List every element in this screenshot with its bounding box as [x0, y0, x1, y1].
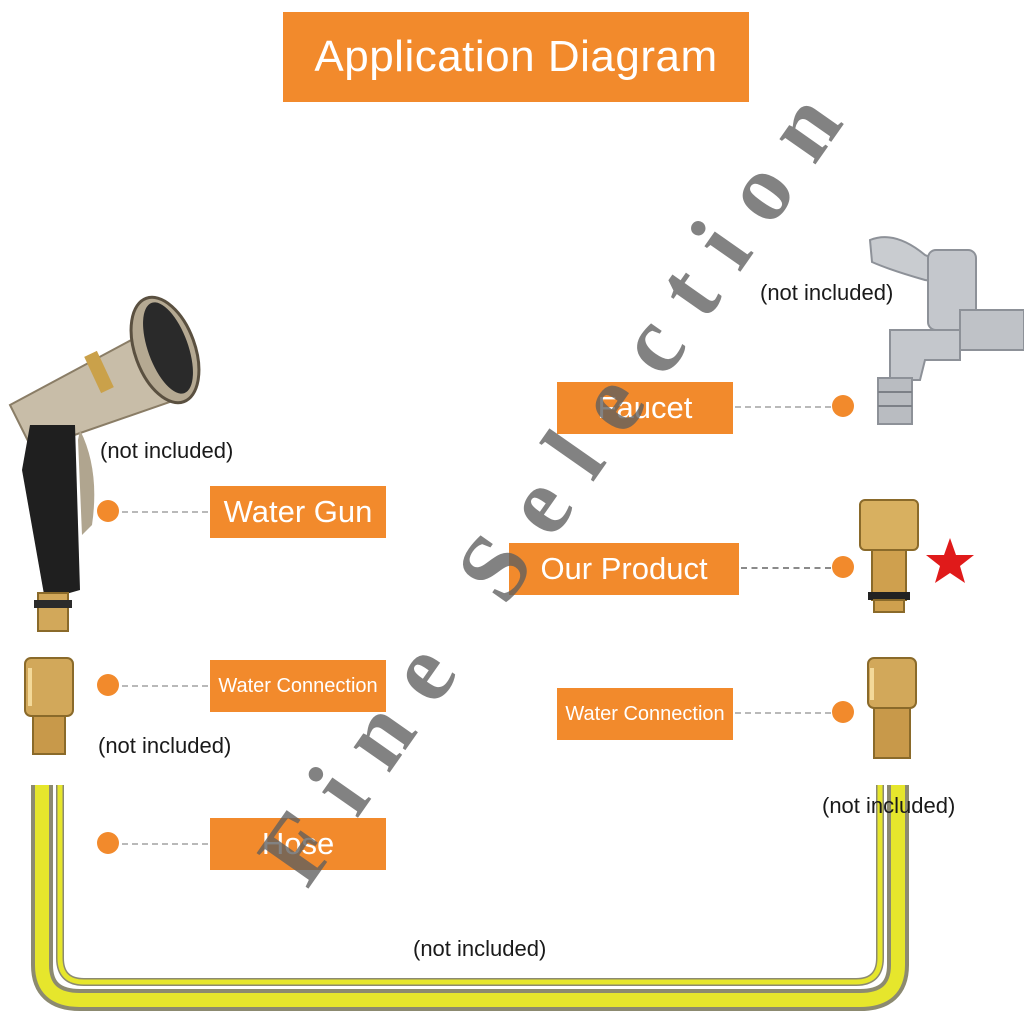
water-connection-left-note: (not included)	[98, 733, 232, 758]
water-connection-right-dot	[832, 701, 854, 723]
hose-label: Hose	[210, 818, 386, 870]
hose-leader	[122, 843, 208, 845]
diagram-title: Application Diagram	[283, 12, 749, 102]
our-product-label: Our Product	[509, 543, 739, 595]
water-connection-right-note: (not included)	[822, 793, 956, 818]
brass-connector-icon	[867, 657, 917, 759]
hose-dot	[97, 832, 119, 854]
water-gun-dot	[97, 500, 119, 522]
star-icon	[926, 538, 974, 583]
faucet-note: (not included)	[760, 280, 894, 305]
hose-note: (not included)	[413, 936, 547, 961]
water-gun-leader	[122, 511, 208, 513]
brass-connector-icon	[24, 657, 74, 755]
our-product-leader	[741, 567, 831, 569]
water-connection-right-leader	[735, 712, 831, 714]
product-connector-icon	[859, 499, 919, 613]
our-product-dot	[832, 556, 854, 578]
faucet-label: Faucet	[557, 382, 733, 434]
spray-gun-icon	[8, 295, 201, 632]
faucet-dot	[832, 395, 854, 417]
faucet-icon	[868, 236, 1024, 425]
hose-icon	[31, 785, 909, 1011]
water-gun-label: Water Gun	[210, 486, 386, 538]
water-connection-left-leader	[122, 685, 208, 687]
water-connection-left-dot	[97, 674, 119, 696]
water-connection-left-label: Water Connection	[210, 660, 386, 712]
faucet-leader	[735, 406, 831, 408]
water-gun-note: (not included)	[100, 438, 234, 463]
water-connection-right-label: Water Connection	[557, 688, 733, 740]
